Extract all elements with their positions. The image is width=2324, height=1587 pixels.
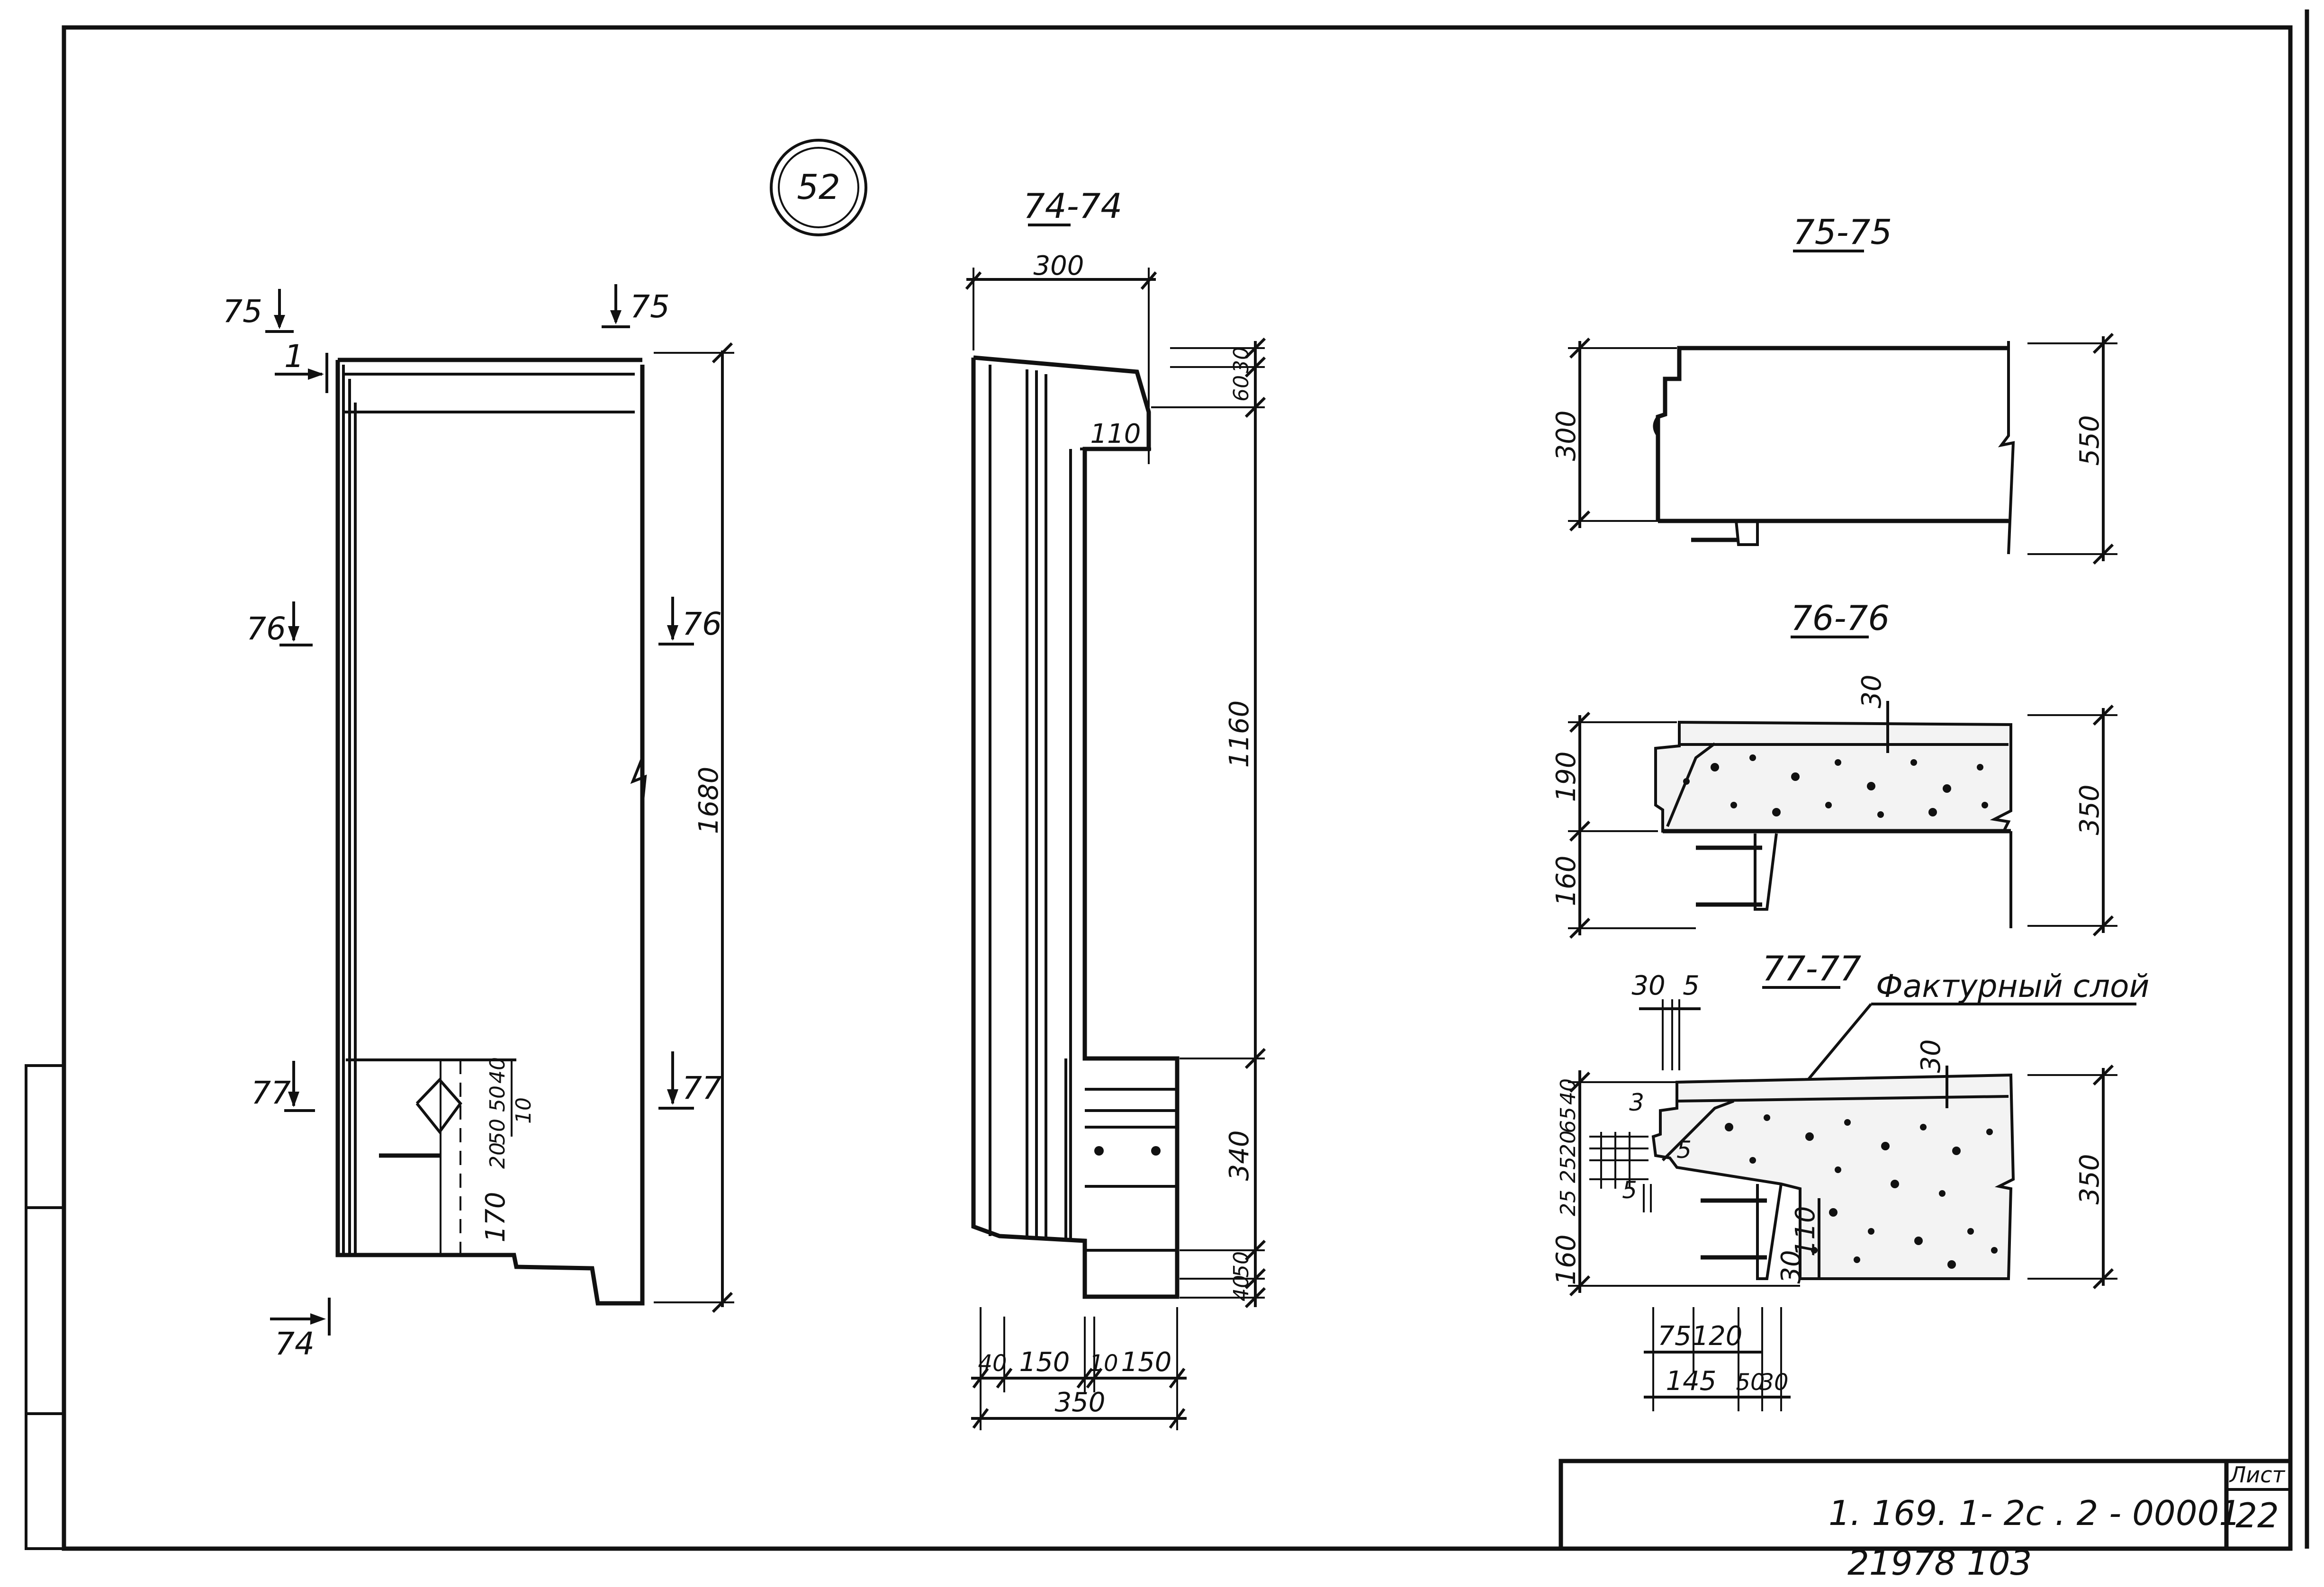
- section-marker-75-left: 75: [223, 289, 294, 333]
- svg-text:76: 76: [682, 606, 722, 642]
- texture-layer-label: Фактурный слой: [1876, 968, 2149, 1004]
- sec77-dim-25: 25: [1556, 1157, 1580, 1183]
- sec74-bottom-150: 150: [1019, 1347, 1070, 1378]
- section-75-title: 75-75: [1793, 212, 1892, 252]
- elev-dim-20: 20: [486, 1142, 510, 1169]
- section-marker-76-right: 76: [658, 597, 722, 646]
- section-76-view: 76-76 30 190 160: [1551, 598, 2117, 939]
- elevation-view: 1680 40 50 10 20 50 170 75 75 1 76: [223, 284, 734, 1362]
- sec74-dim-1160: 1160: [1224, 700, 1255, 768]
- sec74-top-width: 300: [1034, 251, 1084, 281]
- sec76-left-dim-1: 190: [1551, 752, 1582, 802]
- sec77-bottom-50: 50: [1736, 1369, 1765, 1396]
- sec75-right-dim: 550: [2074, 415, 2105, 466]
- section-marker-75-right: 75: [602, 284, 670, 328]
- sec77-dim-160: 160: [1551, 1235, 1582, 1285]
- circle-number: 52: [797, 167, 840, 207]
- title-block: Лист 22 1. 169. 1- 2c . 2 - 00001 21978 …: [1558, 1459, 2293, 1583]
- svg-text:1: 1: [284, 338, 304, 375]
- sec77-dim-5b: 5: [1676, 1136, 1692, 1164]
- elevation-height-dim: 1680: [694, 767, 724, 834]
- svg-text:76: 76: [246, 610, 286, 647]
- svg-text:77: 77: [251, 1075, 291, 1111]
- sec74-dim-110: 110: [1090, 419, 1141, 449]
- elev-dim-170: 170: [480, 1192, 511, 1243]
- sec77-dim-5: 5: [1622, 1176, 1637, 1204]
- svg-text:74: 74: [275, 1326, 315, 1362]
- sec74-bottom-40: 40: [978, 1350, 1007, 1377]
- sec74-dim-340: 340: [1224, 1130, 1255, 1181]
- section-77-title: 77-77: [1762, 949, 1861, 988]
- sec74-bottom-10: 10: [1089, 1350, 1118, 1377]
- sec77-bottom-120: 120: [1692, 1321, 1743, 1352]
- sec74-dim-40: 40: [1229, 1275, 1253, 1301]
- section-76-title: 76-76: [1791, 598, 1890, 638]
- svg-text:75: 75: [630, 288, 670, 325]
- elev-dim-40: 40: [486, 1057, 510, 1084]
- sec74-dim-30: 30: [1229, 347, 1253, 373]
- sec77-layer-30: 30: [1916, 1039, 1946, 1073]
- sheet-label: Лист: [2229, 1462, 2286, 1488]
- sec77-dim-3: 3: [1629, 1089, 1644, 1116]
- section-marker-77-right: 77: [658, 1051, 722, 1110]
- drawing-code: 1. 169. 1- 2c . 2 - 00001: [1829, 1493, 2241, 1533]
- sec77-dim-110: 110: [1790, 1206, 1821, 1257]
- elev-dim-50: 50: [486, 1085, 510, 1112]
- elev-dim-10: 10: [512, 1097, 536, 1124]
- sec77-top-5: 5: [1683, 970, 1700, 1001]
- sec76-top-dim: 30: [1856, 674, 1887, 708]
- sec77-bottom-145: 145: [1666, 1366, 1717, 1397]
- sheet-number-circle: 52: [770, 139, 867, 236]
- section-marker-74: 74: [270, 1298, 331, 1362]
- sec77-dim-30: 30: [1776, 1250, 1807, 1283]
- sec77-top-30: 30: [1631, 970, 1665, 1001]
- sec77-dim-20: 20: [1556, 1130, 1580, 1157]
- sec77-dim-40: 40: [1556, 1078, 1580, 1105]
- footer-code: 21978 103: [1847, 1543, 2032, 1583]
- sec75-left-dim: 300: [1551, 411, 1582, 461]
- sec77-dim-25b: 25: [1556, 1190, 1580, 1216]
- sheet-frame: [25, 9, 2309, 1551]
- section-marker-77-left: 77: [251, 1061, 315, 1112]
- sec77-right-dim: 350: [2074, 1154, 2105, 1205]
- sec74-dim-60: 60: [1229, 375, 1253, 402]
- sec77-dim-65: 65: [1556, 1107, 1580, 1133]
- svg-text:77: 77: [682, 1070, 722, 1106]
- svg-text:75: 75: [223, 293, 262, 330]
- section-75-view: 75-75 300 550: [1551, 212, 2117, 565]
- sec74-bottom-150b: 150: [1121, 1347, 1172, 1378]
- sec77-bottom-30: 30: [1759, 1369, 1788, 1396]
- sec76-right-dim: 350: [2074, 785, 2105, 835]
- sheet-number: 22: [2235, 1496, 2279, 1535]
- section-77-view: 77-77 Фактурный слой 30 5 30: [1551, 949, 2149, 1411]
- sec77-bottom-75: 75: [1657, 1321, 1691, 1352]
- sec74-dim-50: 50: [1229, 1251, 1253, 1278]
- sec76-left-dim-2: 160: [1551, 856, 1582, 906]
- sec74-total: 350: [1055, 1387, 1106, 1418]
- section-74-title: 74-74: [1023, 186, 1122, 226]
- section-marker-1: 1: [275, 338, 328, 393]
- section-marker-76-left: 76: [246, 601, 313, 647]
- elev-dim-50b: 50: [486, 1119, 510, 1145]
- section-74-view: 74-74 300 110: [965, 186, 1266, 1430]
